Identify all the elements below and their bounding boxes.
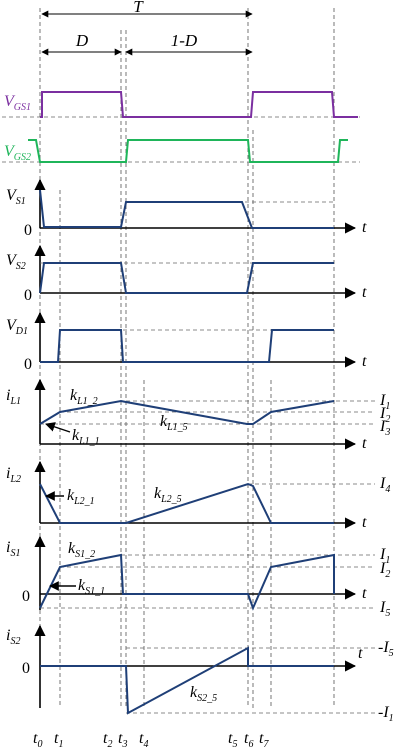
- is2-negI5-label: -I5: [378, 639, 394, 659]
- vd1-zero: 0: [24, 356, 32, 373]
- kL2_5-label: kL2_5: [154, 485, 182, 505]
- vgs1-waveform: [40, 91, 358, 118]
- kS1_2-label: kS1_2: [68, 540, 95, 560]
- il1-I3-label: I3: [379, 418, 390, 438]
- is1-level-lines: [40, 554, 375, 609]
- is1-I2-label: I2: [379, 560, 390, 580]
- vs2-zero: 0: [24, 287, 32, 304]
- vs1-zero: 0: [24, 222, 32, 239]
- is2-zero: 0: [22, 660, 30, 677]
- is2-waveform: [40, 646, 334, 715]
- t5-label: t5: [228, 730, 237, 750]
- gate-signals: [2, 91, 360, 163]
- il2-I4-label: I4: [379, 475, 390, 495]
- vgs1-label: VGS1: [4, 93, 31, 113]
- vs2-t: t: [362, 284, 367, 301]
- time-guides: [39, 8, 335, 708]
- period-T-label: T: [133, 0, 144, 16]
- is2-negI1-label: -I1: [378, 704, 394, 724]
- il1-I2-label: I2: [379, 405, 390, 425]
- vs2-waveform: [39, 262, 334, 294]
- t4-label: t4: [139, 730, 148, 750]
- t1-label: t1: [54, 730, 63, 750]
- panel-vd1: VD1 0 t: [6, 311, 367, 373]
- vd1-t: t: [362, 353, 367, 370]
- kS1_1-label: kS1_1: [78, 577, 105, 597]
- kL1_1-label: kL1_1: [72, 427, 100, 447]
- il2-waveform: [39, 482, 334, 524]
- t7-label: t7: [259, 730, 269, 750]
- period-D-label: D: [75, 31, 89, 50]
- is1-I5-label: I5: [379, 599, 390, 619]
- vs2-label: VS2: [6, 252, 26, 272]
- vgs2-waveform: [28, 139, 348, 163]
- is2-label: iS2: [6, 627, 20, 647]
- period-arrows: [41, 10, 253, 56]
- kS2_5-label: kS2_5: [190, 684, 217, 704]
- is1-I1-label: I1: [379, 546, 390, 566]
- il1-I1-label: I1: [379, 392, 390, 412]
- il2-t: t: [362, 514, 367, 531]
- t0-label: t0: [33, 730, 42, 750]
- panel-vs1: VS1 0 t: [6, 178, 367, 239]
- t6-label: t6: [244, 730, 253, 750]
- kL1_2-label: kL1_2: [70, 387, 98, 407]
- period-1-D-label: 1-D: [171, 31, 198, 50]
- vgs2-label: VGS2: [4, 143, 31, 163]
- vs1-t: t: [362, 219, 367, 236]
- vd1-waveform: [40, 329, 334, 363]
- is2-level-lines: [126, 647, 375, 714]
- is1-zero: 0: [22, 588, 30, 605]
- vd1-label: VD1: [6, 317, 28, 337]
- panel-is2: iS2 kS2_5 -I5 -I1 0 t: [6, 624, 394, 724]
- t3-label: t3: [118, 730, 127, 750]
- is1-waveform: [39, 553, 335, 611]
- il1-label: iL1: [6, 387, 21, 407]
- is2-t: t: [358, 645, 363, 662]
- panel-il1: iL1 kL1_2 kL1_1 kL1_5 I1 I2 I3 t: [6, 378, 390, 452]
- il1-t: t: [362, 435, 367, 452]
- time-labels: t0 t1 t2 t3 t4 t5 t6 t7: [33, 730, 269, 750]
- vs1-label: VS1: [6, 187, 26, 207]
- kL2_1-label: kL2_1: [67, 487, 95, 507]
- panel-vs2: VS2 0 t: [6, 244, 367, 304]
- is1-label: iS1: [6, 539, 20, 559]
- kL1_1-arrow: [45, 422, 71, 433]
- is1-t: t: [362, 585, 367, 602]
- il1-waveform: [39, 399, 335, 425]
- t2-label: t2: [103, 730, 112, 750]
- kL1_5-label: kL1_5: [160, 413, 188, 433]
- il1-level-lines: [40, 400, 375, 425]
- il2-label: iL2: [6, 465, 21, 485]
- panel-is1: iS1 kS1_2 kS1_1 I1 I2 I5 0 t: [6, 535, 390, 619]
- panel-il2: iL2 kL2_1 kL2_5 I4 t: [6, 460, 390, 531]
- vs1-waveform: [39, 189, 334, 229]
